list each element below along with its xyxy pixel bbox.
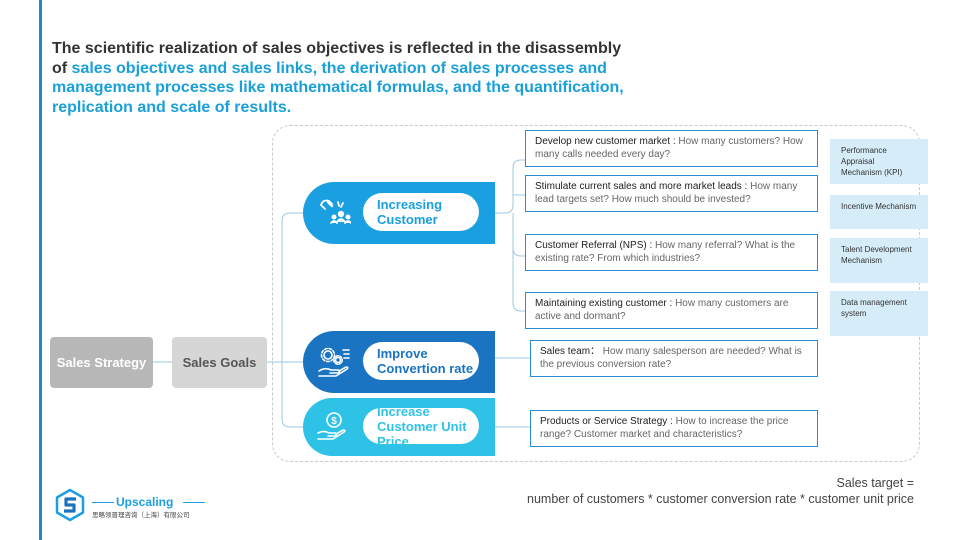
- mechanism-data: Data management system: [830, 291, 928, 336]
- logo-rule-right: [183, 502, 205, 503]
- question-box-product-strategy: Products or Service Strategy : How to in…: [530, 410, 818, 447]
- branch-label: Increase Customer Unit Price: [363, 404, 479, 449]
- mechanism-talent: Talent Development Mechanism: [830, 238, 928, 283]
- question-box-existing-customer: Maintaining existing customer : How many…: [525, 292, 818, 329]
- question-box-new-market: Develop new customer market : How many c…: [525, 130, 818, 167]
- branch-increase-unit-price: $ Increase Customer Unit Price: [303, 398, 495, 456]
- question-text: How many referral? What is the existing …: [535, 240, 796, 264]
- mechanism-kpi: Performance Appraisal Mechanism (KPI): [830, 139, 928, 184]
- question-text: How many customers are active and dorman…: [535, 298, 789, 322]
- question-title: Sales team：: [540, 346, 601, 357]
- upscaling-logo-icon: [55, 488, 85, 522]
- accent-line: [39, 0, 42, 540]
- sales-strategy-box: Sales Strategy: [50, 337, 153, 388]
- branch-improve-conversion: Improve Convertion rate: [303, 331, 495, 393]
- dollar-hand-icon: $: [303, 398, 361, 456]
- question-title: Stimulate current sales and more market …: [535, 181, 748, 192]
- question-box-sales-team: Sales team： How many salesperson are nee…: [530, 340, 818, 377]
- question-text: How many customers? How many calls neede…: [535, 136, 803, 160]
- formula-line-2: number of customers * customer conversio…: [527, 492, 914, 506]
- question-box-referral: Customer Referral (NPS) : How many refer…: [525, 234, 818, 271]
- sales-goals-box: Sales Goals: [172, 337, 267, 388]
- formula-line-1: Sales target =: [836, 476, 914, 490]
- question-title: Develop new customer market :: [535, 136, 676, 147]
- magnet-people-icon: [303, 182, 365, 244]
- question-text: How many salesperson are needed? What is…: [540, 346, 802, 370]
- logo-subtitle: 思略领晋理咨询（上海）有限公司: [92, 512, 190, 519]
- mechanism-incentive: Incentive Mechanism: [830, 195, 928, 229]
- logo-rule-left: [92, 502, 114, 503]
- question-box-market-leads: Stimulate current sales and more market …: [525, 175, 818, 212]
- question-text: How to increase the price range? Custome…: [540, 416, 789, 440]
- sales-target-formula: Sales target = number of customers * cus…: [527, 475, 914, 507]
- question-title: Maintaining existing customer :: [535, 298, 673, 309]
- svg-text:$: $: [331, 416, 337, 427]
- headline-highlight: sales objectives and sales links, the de…: [52, 59, 624, 116]
- gears-hand-icon: [303, 331, 365, 393]
- headline-intro: The scientific realization of sales obje…: [52, 40, 622, 77]
- logo-name: Upscaling: [116, 495, 174, 509]
- branch-increasing-customer: Increasing Customer: [303, 182, 495, 244]
- question-title: Products or Service Strategy :: [540, 416, 673, 427]
- branch-label: Improve Convertion rate: [363, 342, 479, 380]
- headline: The scientific realization of sales obje…: [52, 39, 632, 117]
- question-text: How many lead targets set? How much shou…: [535, 181, 798, 205]
- question-title: Customer Referral (NPS) :: [535, 240, 653, 251]
- branch-label: Increasing Customer: [363, 193, 479, 231]
